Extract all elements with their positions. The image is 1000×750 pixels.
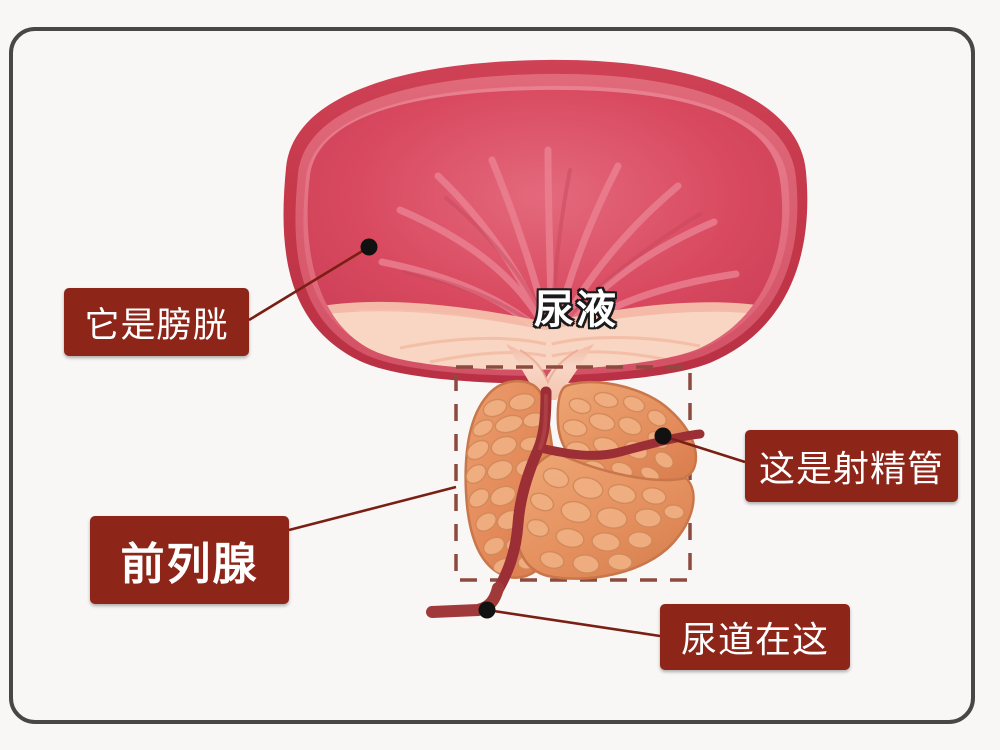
label-bladder-text: 它是膀胱 (84, 305, 229, 345)
label-urethra[interactable]: 尿道在这 (660, 604, 850, 670)
ejaculatory-duct (535, 429, 705, 460)
leader-line-ejaculatory-duct (662, 434, 746, 464)
prostate-organ (426, 379, 705, 618)
prostate-right-lower-lobules (526, 467, 685, 574)
marker-dots (360, 238, 672, 619)
label-ejaculatory-duct[interactable]: 这是射精管 (745, 430, 958, 502)
label-urethra-text: 尿道在这 (680, 619, 829, 660)
leader-line-bladder (248, 245, 370, 322)
label-bladder[interactable]: 它是膀胱 (64, 288, 249, 356)
leader-line-urethra (486, 608, 661, 638)
bladder-lumen (307, 89, 783, 370)
bladder-organ (283, 59, 808, 400)
leader-lines (248, 245, 746, 638)
bladder-wall-dot (360, 238, 378, 256)
bladder-rugae-folds (307, 146, 783, 370)
label-prostate-text: 前列腺 (120, 540, 259, 589)
label-prostate[interactable]: 前列腺 (90, 516, 289, 604)
leader-line-prostate (288, 485, 457, 532)
bladder-neck (506, 344, 594, 400)
ejaculatory-duct-dot (654, 427, 672, 445)
urethra-dot (478, 601, 496, 619)
urine-overlay-label: 尿液 (534, 288, 618, 332)
label-ejaculatory-duct-text: 这是射精管 (758, 448, 944, 489)
